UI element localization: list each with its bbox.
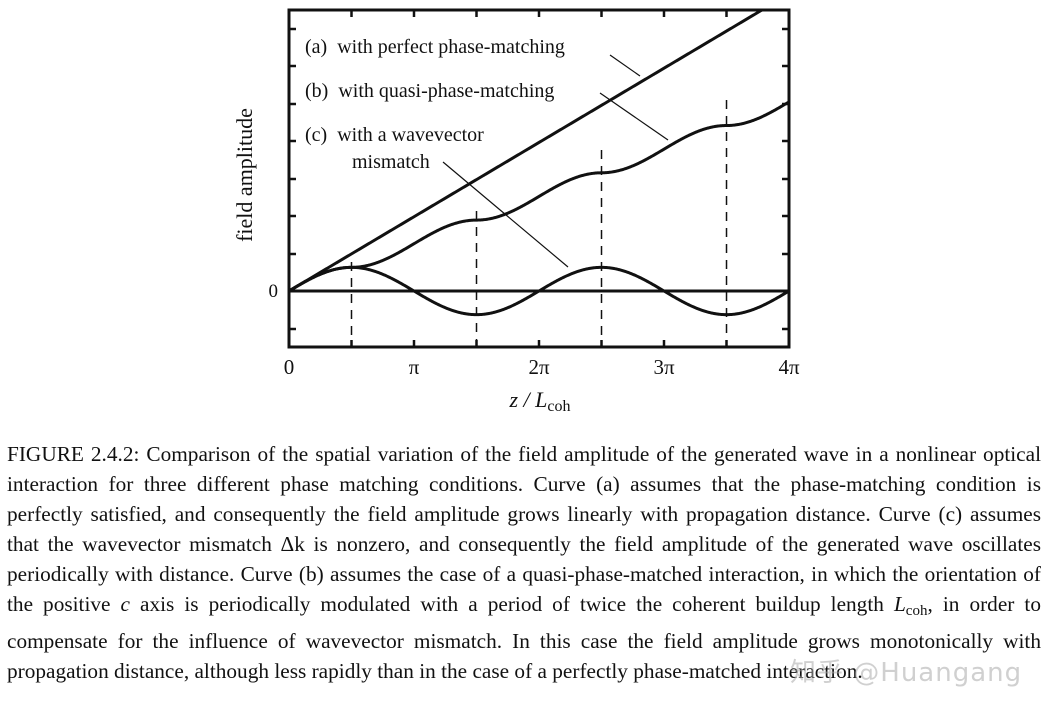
figure: 0 π 2π 3π 4π 0 field amplitude z / Lcoh (a) …	[232, 8, 800, 415]
leader-line-b	[599, 92, 669, 141]
annotation-a: (a) with perfect phase-matching	[305, 36, 565, 58]
leader-line-c	[442, 161, 569, 268]
annotation-b: (b) with quasi-phase-matching	[305, 80, 554, 102]
y-axis-label: field amplitude	[232, 108, 257, 242]
annotation-c: (c) with a wavevector	[305, 124, 484, 146]
x-axis-label: z / Lcoh	[508, 387, 570, 415]
x-tick-label: 4π	[778, 355, 800, 379]
x-tick-label: 2π	[528, 355, 550, 379]
axis-ticks	[287, 10, 791, 347]
field-amplitude-chart: 0 π 2π 3π 4π 0 field amplitude z / Lcoh (a) …	[232, 8, 800, 415]
curve-a-perfect-phase-matching	[289, 10, 765, 293]
x-tick-label: π	[409, 355, 420, 379]
curve-c-wavevector-mismatch	[289, 265, 789, 317]
annotation-c-line2: mismatch	[352, 151, 430, 173]
y-tick-zero: 0	[269, 281, 279, 302]
figure-caption: FIGURE 2.4.2: Comparison of the spatial …	[7, 442, 1041, 683]
caption-label: FIGURE 2.4.2:	[7, 442, 140, 466]
chart-curves	[289, 10, 789, 347]
curve-b-quasi-phase-matching	[289, 100, 789, 293]
x-tick-label: 0	[284, 355, 295, 379]
x-tick-label: 3π	[653, 355, 675, 379]
x-tick-labels: 0 π 2π 3π 4π	[284, 355, 800, 379]
leader-line-a	[609, 54, 641, 77]
plot-frame	[287, 8, 791, 349]
